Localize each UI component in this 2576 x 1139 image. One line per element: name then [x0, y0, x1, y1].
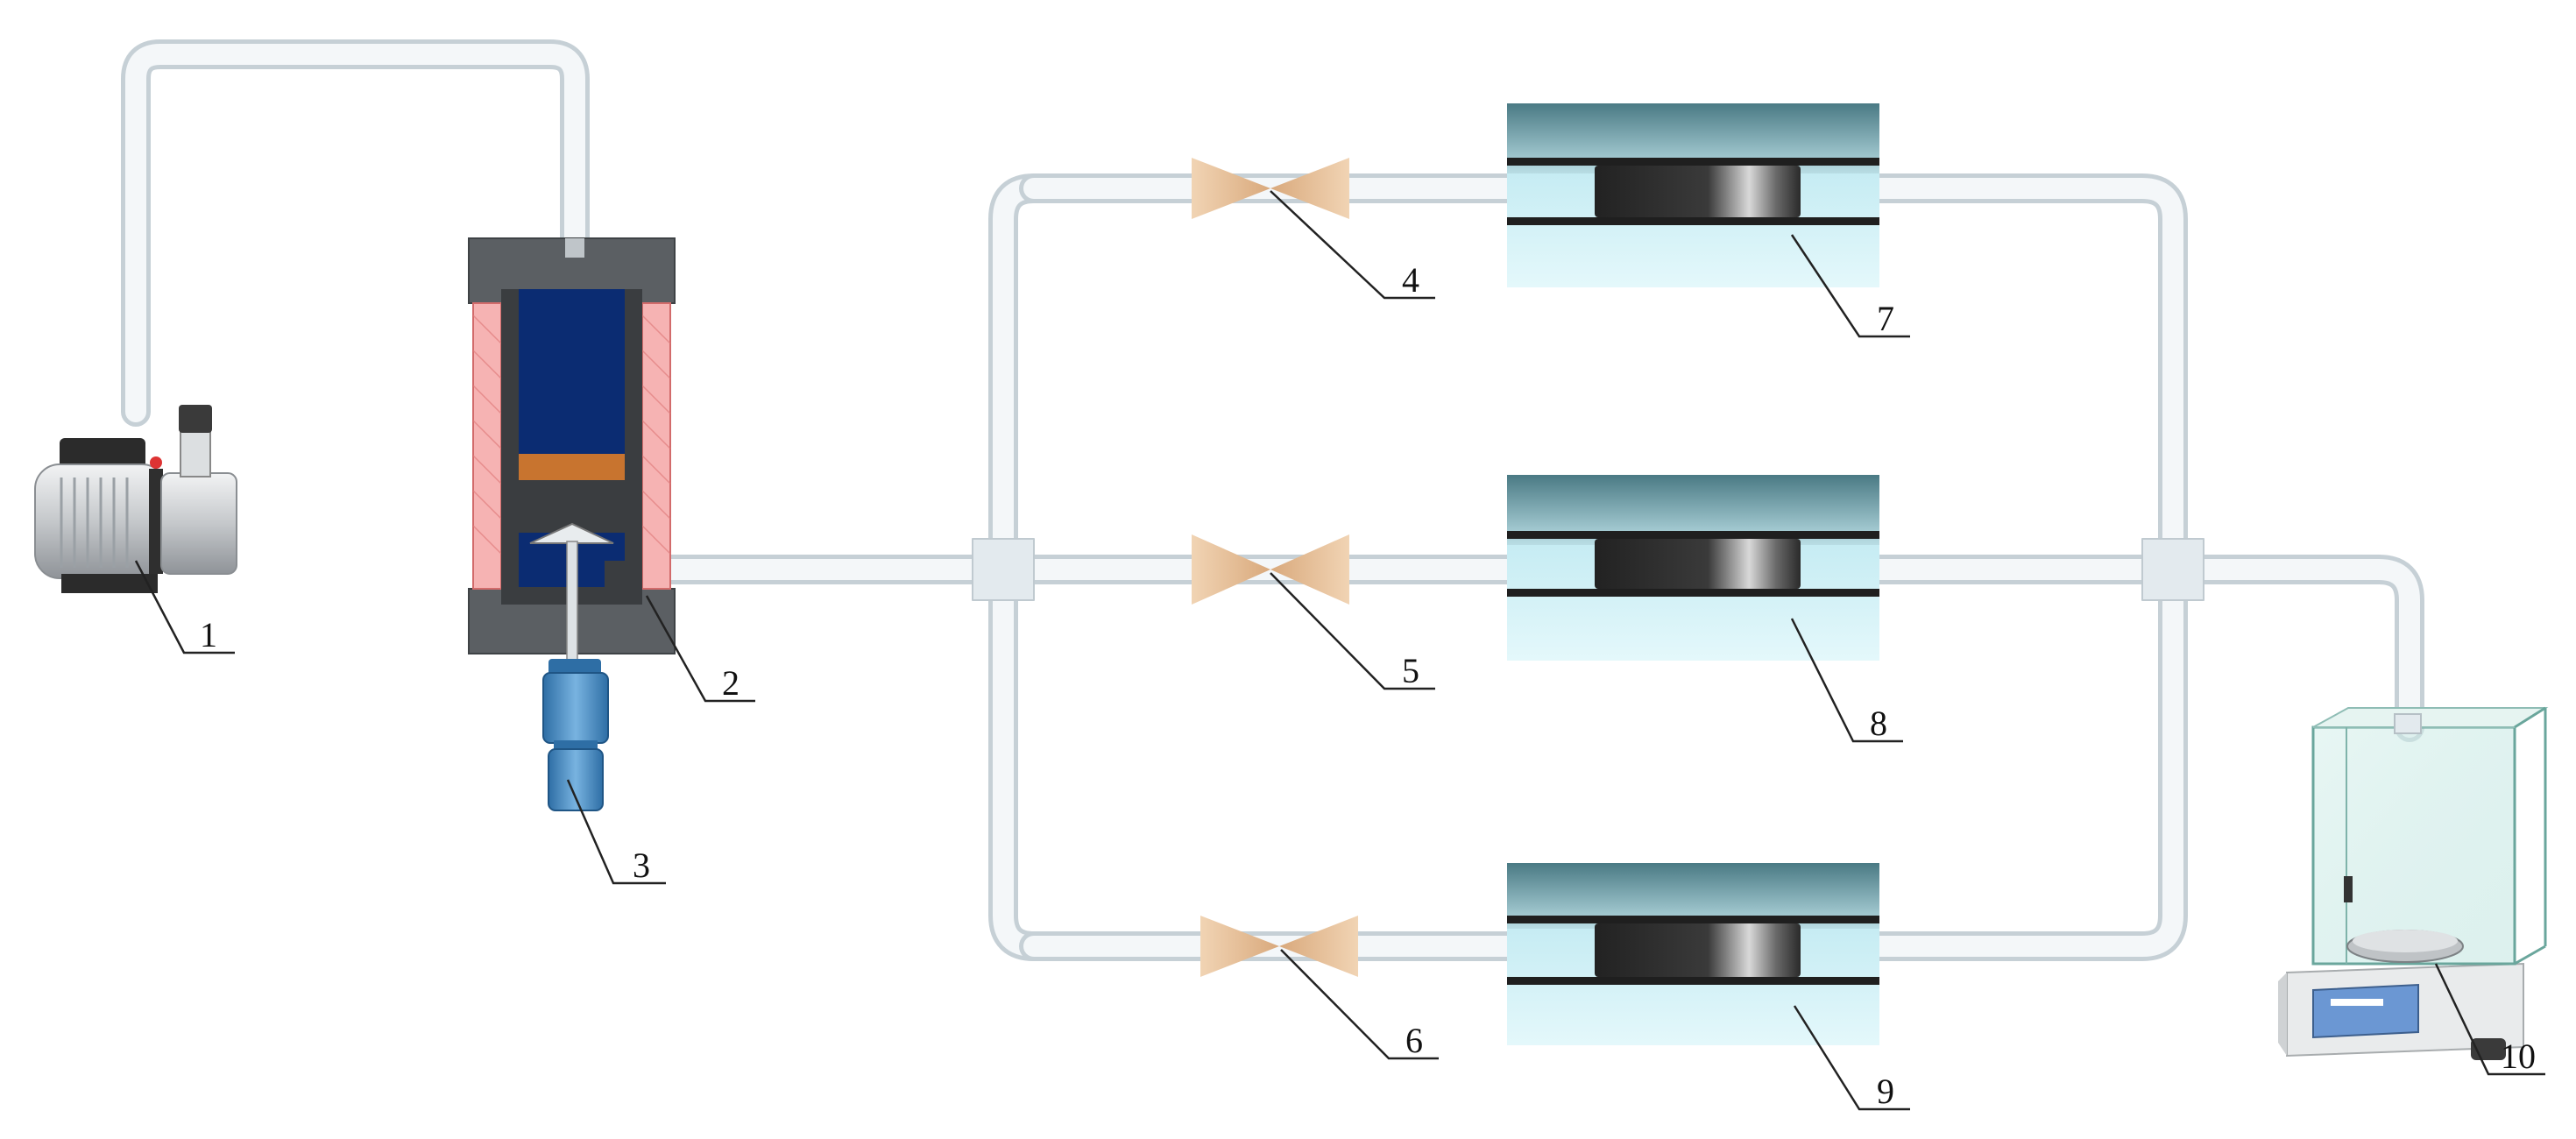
heater-jacket-right	[641, 302, 671, 590]
label-2: 2	[722, 663, 740, 703]
core-sample	[1595, 539, 1801, 589]
label-10: 10	[2501, 1036, 2536, 1076]
component-labels: 1 2 3 4 5 6 7 8 9 10	[200, 260, 2536, 1111]
valve-5	[1192, 534, 1349, 605]
piston	[519, 454, 625, 480]
valve-4	[1192, 158, 1349, 219]
valve-6	[1200, 916, 1358, 977]
label-6: 6	[1405, 1021, 1423, 1060]
core-sample	[1595, 166, 1801, 217]
pump-head	[160, 472, 237, 575]
plunger-rod	[566, 541, 578, 674]
label-7: 7	[1877, 299, 1894, 338]
pressure-vessel	[468, 237, 676, 674]
analytical-balance	[2278, 706, 2549, 1060]
balance-draft-shield	[2311, 725, 2516, 966]
actuator-motor	[548, 748, 604, 811]
core-holder-8	[1507, 475, 1879, 661]
balance-screen	[2312, 983, 2419, 1039]
pump-flange	[149, 469, 163, 574]
label-8: 8	[1870, 704, 1887, 743]
actuator	[542, 659, 609, 811]
vacuum-pump	[34, 405, 237, 593]
label-5: 5	[1402, 651, 1419, 690]
core-holder-7	[1507, 103, 1879, 287]
heater-jacket-left	[472, 302, 502, 590]
label-4: 4	[1402, 260, 1419, 300]
actuator-body	[542, 672, 609, 744]
label-1: 1	[200, 615, 217, 654]
pump-inlet	[180, 427, 211, 478]
core-sample	[1595, 923, 1801, 977]
core-holder-9	[1507, 863, 1879, 1045]
label-9: 9	[1877, 1072, 1894, 1111]
tubing	[121, 39, 2424, 961]
leader-lines	[134, 190, 2545, 1111]
label-3: 3	[633, 845, 650, 885]
